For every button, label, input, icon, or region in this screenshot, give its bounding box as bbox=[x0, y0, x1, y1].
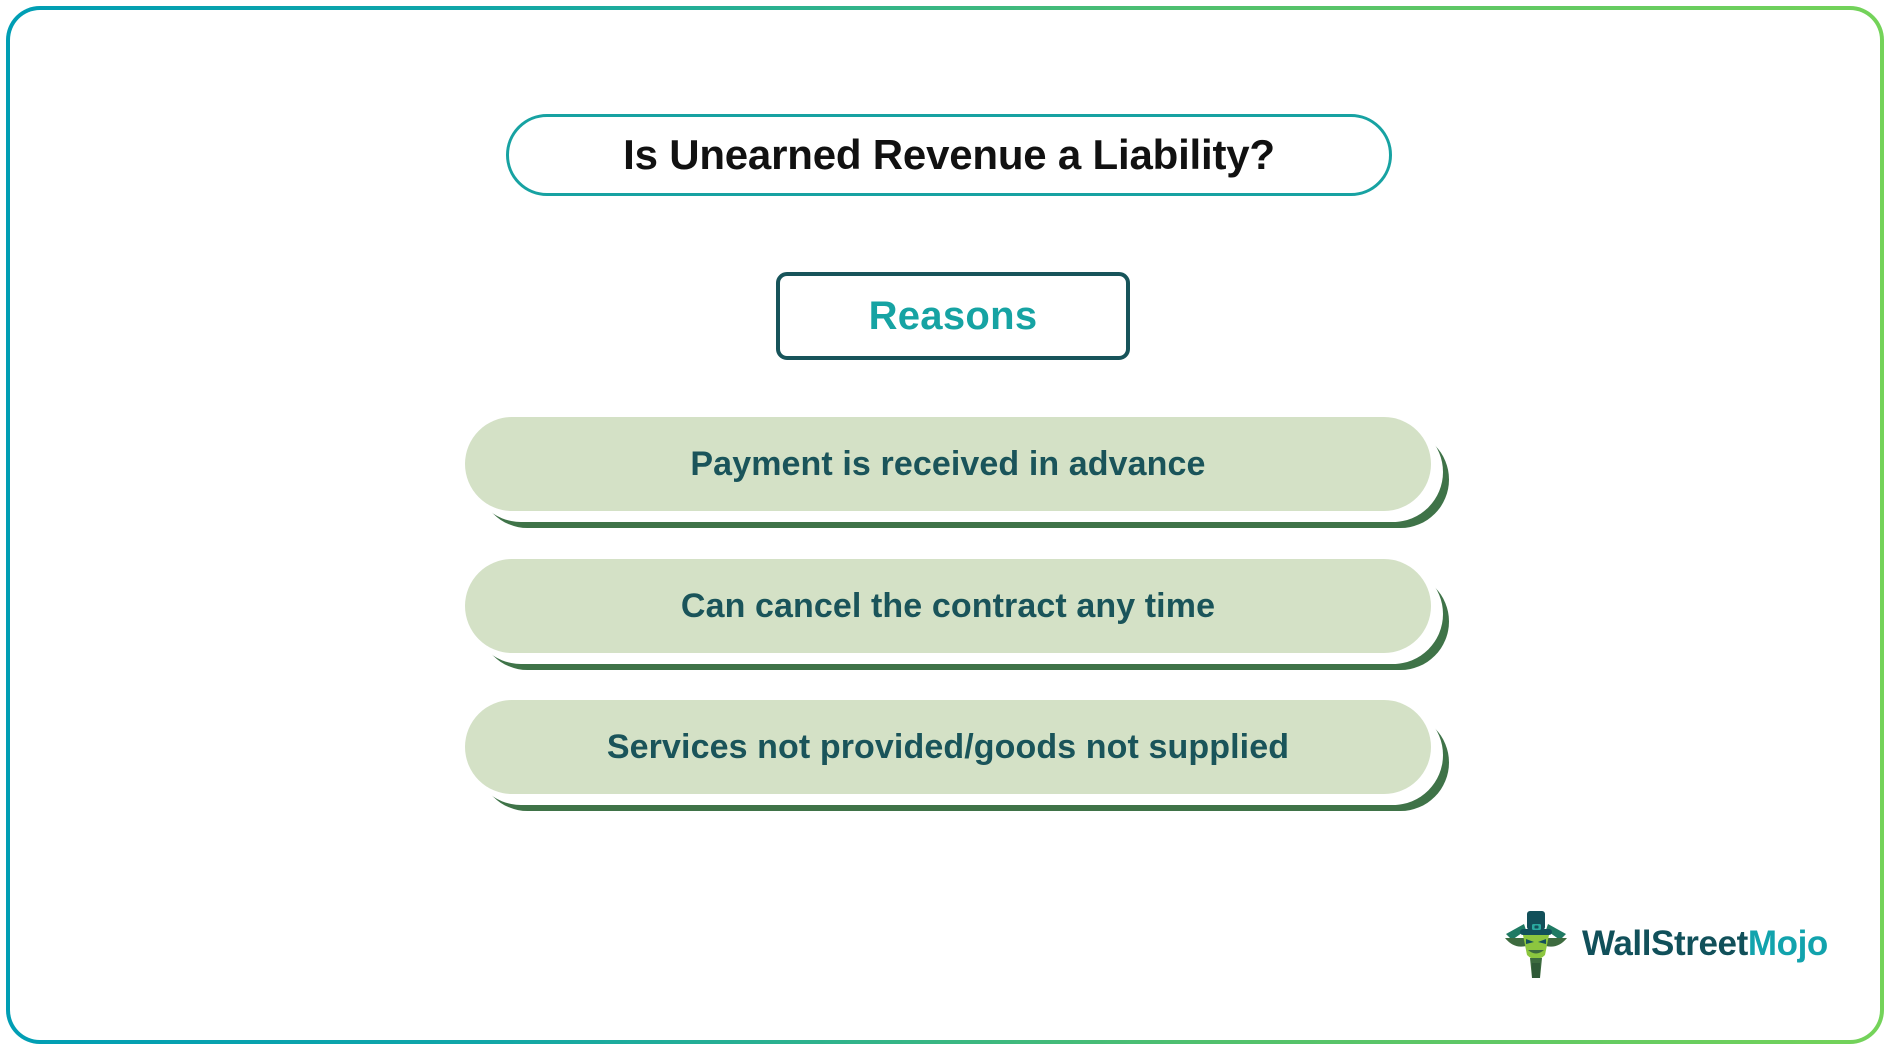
reasons-header-label: Reasons bbox=[868, 293, 1038, 338]
reason-label: Can cancel the contract any time bbox=[680, 586, 1216, 625]
reason-item: Can cancel the contract any time bbox=[465, 559, 1451, 675]
wallstreetmojo-mascot-icon bbox=[1505, 911, 1567, 978]
card-inner: Is Unearned Revenue a Liability? Reasons… bbox=[10, 10, 1880, 1040]
page-title-pill: Is Unearned Revenue a Liability? bbox=[506, 114, 1392, 196]
card-frame: Is Unearned Revenue a Liability? Reasons… bbox=[6, 6, 1884, 1044]
reasons-header-box: Reasons bbox=[776, 272, 1130, 360]
reason-label: Payment is received in advance bbox=[690, 444, 1206, 483]
brand-wordmark-primary: WallStreet bbox=[1582, 924, 1748, 963]
reason-item: Services not provided/goods not supplied bbox=[465, 700, 1451, 816]
brand-wordmark: WallStreetMojo bbox=[1582, 924, 1828, 964]
reason-pill: Can cancel the contract any time bbox=[465, 559, 1431, 653]
reason-label: Services not provided/goods not supplied bbox=[606, 727, 1290, 766]
reason-pill: Payment is received in advance bbox=[465, 417, 1431, 511]
reasons-list: Payment is received in advance Can cance… bbox=[10, 10, 1880, 1040]
page-title: Is Unearned Revenue a Liability? bbox=[623, 131, 1275, 178]
reason-pill: Services not provided/goods not supplied bbox=[465, 700, 1431, 794]
brand-wordmark-accent: Mojo bbox=[1747, 924, 1828, 963]
brand-logo: WallStreetMojo bbox=[1504, 908, 1828, 980]
reason-item: Payment is received in advance bbox=[465, 417, 1451, 533]
